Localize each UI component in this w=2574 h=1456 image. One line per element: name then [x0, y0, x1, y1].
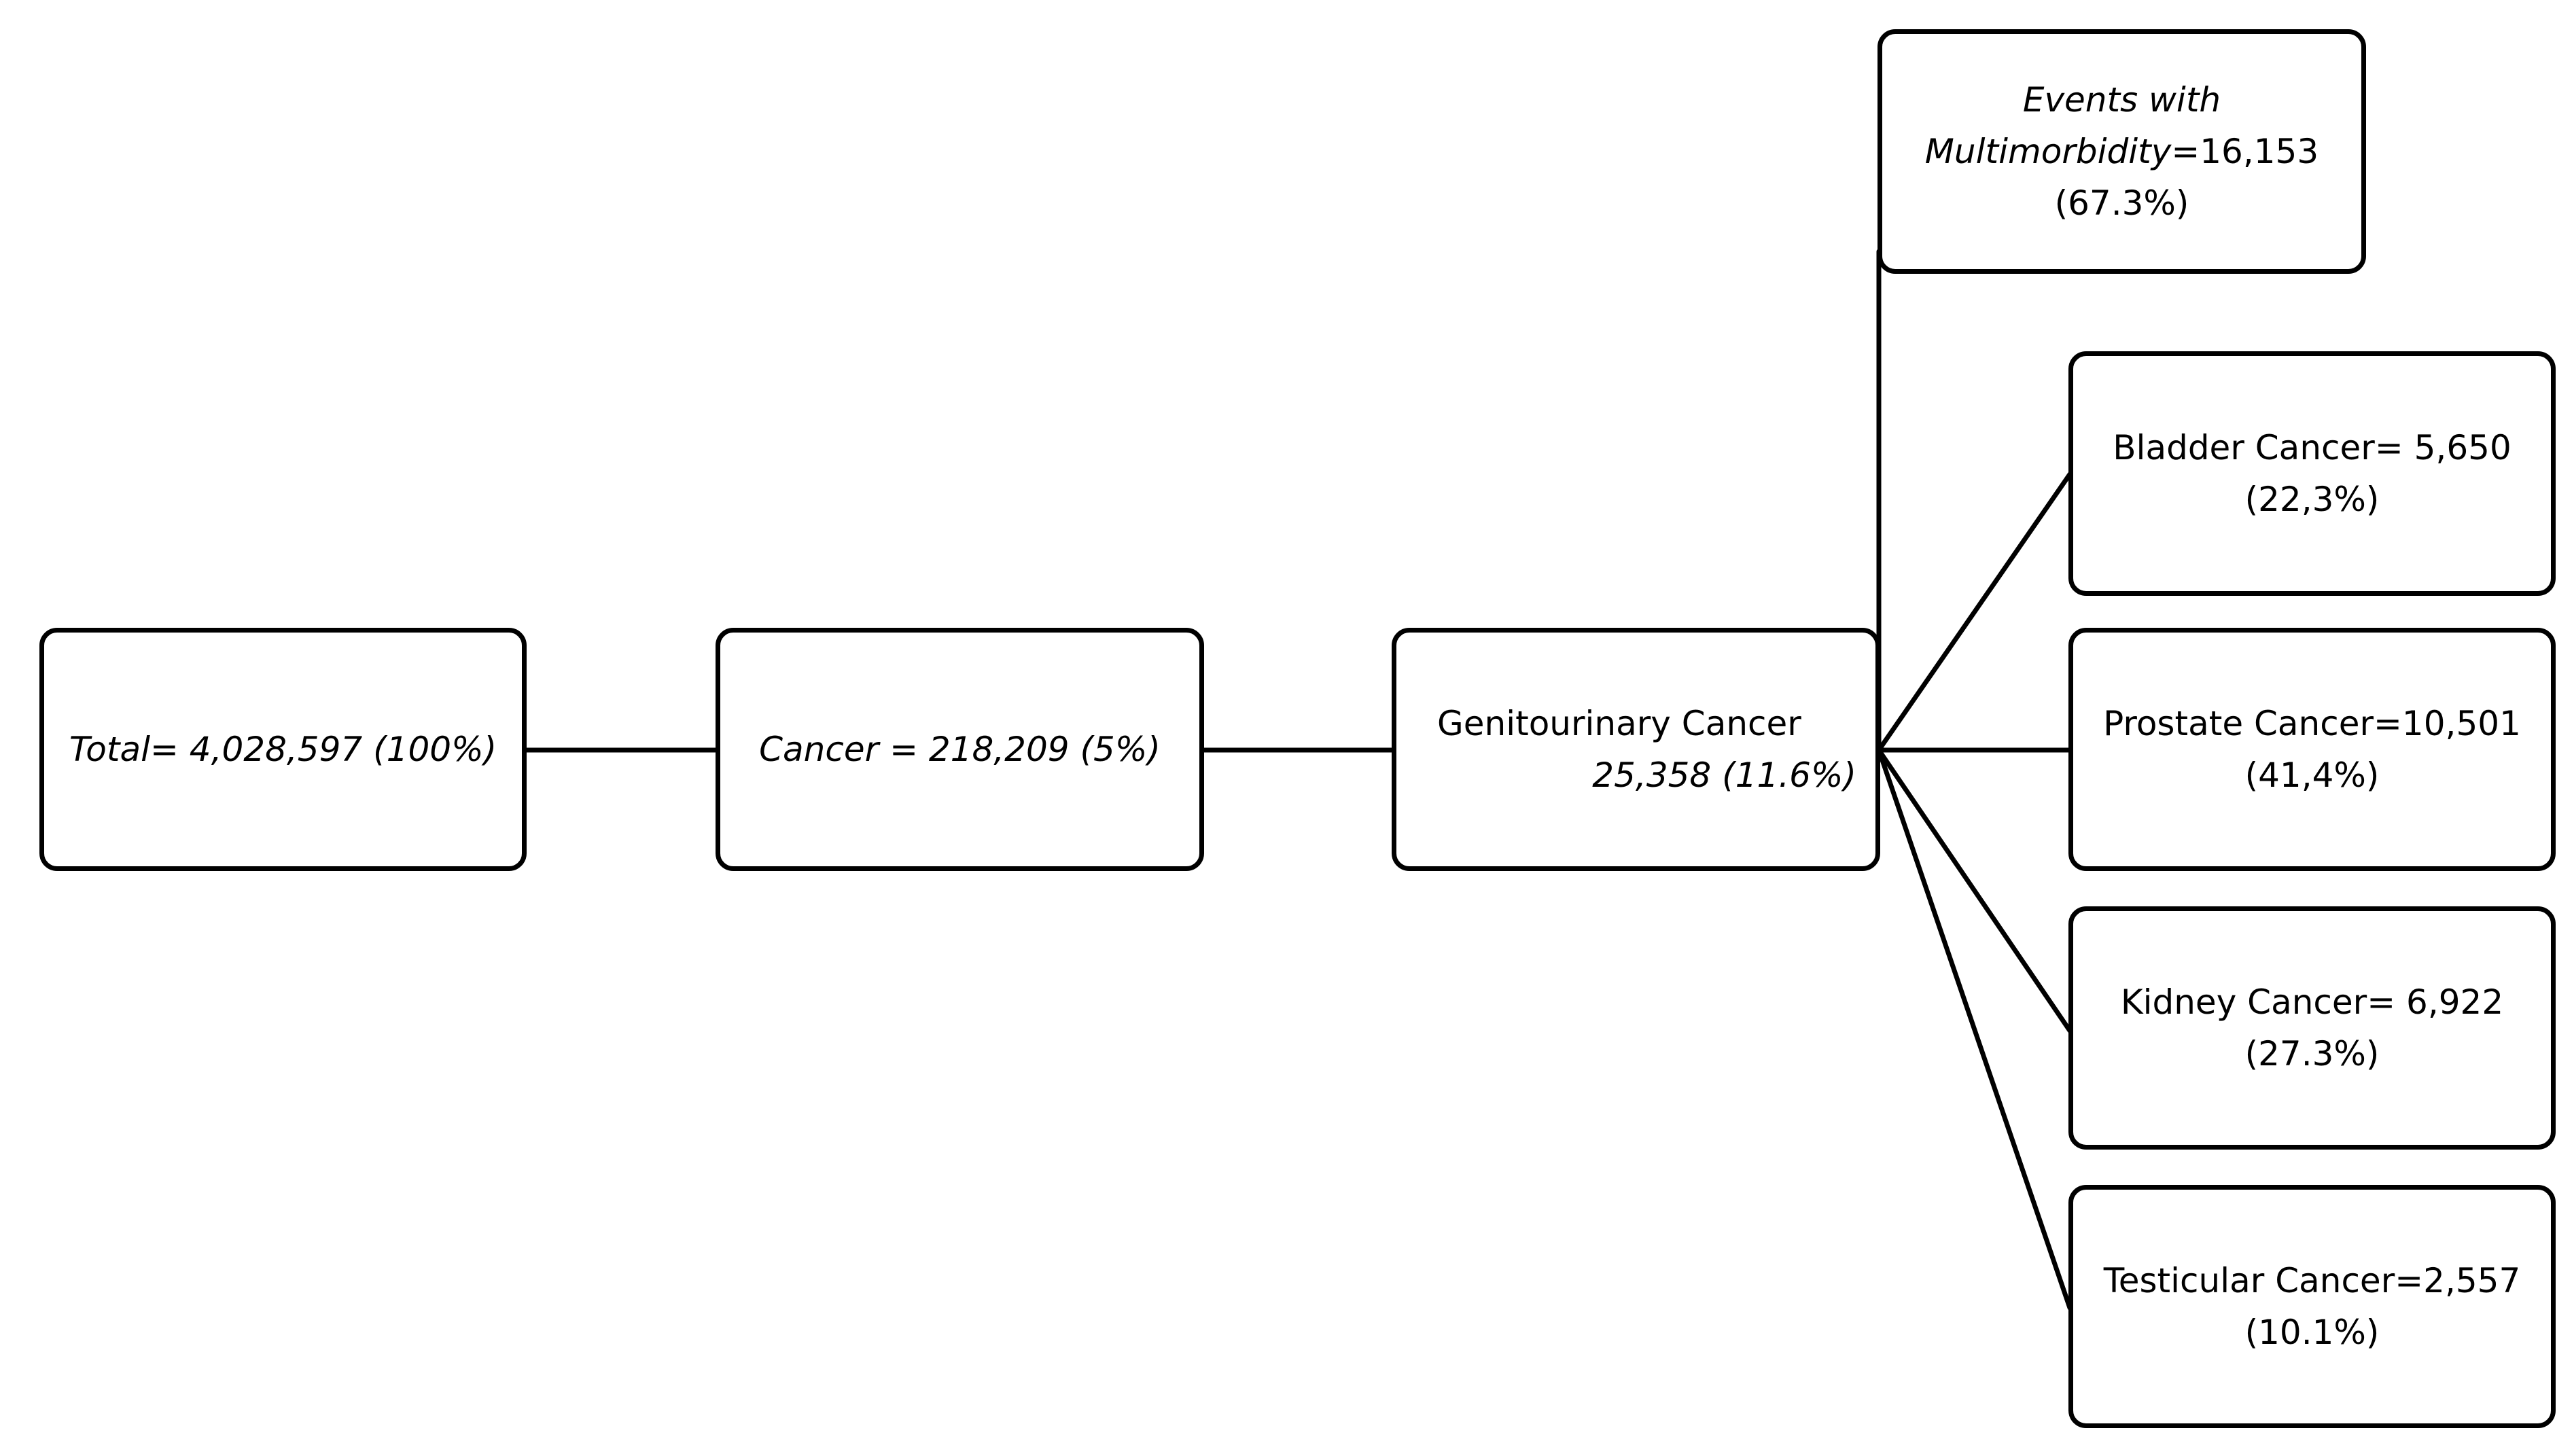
connector-genitourinary-bladder	[1876, 472, 2073, 753]
connector-genitourinary-testicular	[1876, 747, 2073, 1311]
testicular-node: Testicular Cancer=2,557 (10.1%)	[2068, 1185, 2556, 1428]
prostate-percent: (41,4%)	[2244, 756, 2380, 795]
bladder-percent: (22,3%)	[2244, 480, 2380, 519]
cancer-text: Cancer = 218,209 (5%)	[759, 730, 1161, 769]
bladder-node: Bladder Cancer= 5,650 (22,3%)	[2068, 351, 2556, 596]
total-node: Total= 4,028,597 (100%)	[39, 628, 527, 871]
multimorbidity-label: Multimorbidity	[1924, 132, 2172, 171]
multimorbidity-node: Events with Multimorbidity=16,153 (67.3%…	[1877, 29, 2366, 274]
testicular-count: Testicular Cancer=2,557	[2103, 1261, 2521, 1300]
kidney-node: Kidney Cancer= 6,922 (27.3%)	[2068, 906, 2556, 1150]
kidney-percent: (27.3%)	[2244, 1034, 2380, 1073]
multimorbidity-value: =16,153	[2171, 132, 2319, 171]
multimorbidity-line1: Events with	[2022, 80, 2221, 120]
cancer-node: Cancer = 218,209 (5%)	[716, 628, 1204, 871]
total-text: Total= 4,028,597 (100%)	[69, 724, 497, 775]
genitourinary-title: Genitourinary Cancer	[1437, 704, 1801, 743]
prostate-count: Prostate Cancer=10,501	[2103, 704, 2521, 743]
multimorbidity-line2: Multimorbidity=16,153	[1925, 126, 2319, 177]
connector-genitourinary-kidney	[1876, 747, 2073, 1033]
genitourinary-node: Genitourinary Cancer 25,358 (11.6%)	[1392, 628, 1880, 871]
testicular-percent: (10.1%)	[2244, 1313, 2380, 1352]
prostate-node: Prostate Cancer=10,501 (41,4%)	[2068, 628, 2556, 871]
kidney-count: Kidney Cancer= 6,922	[2120, 982, 2504, 1022]
total-value: = 4,028,597 (100%)	[149, 730, 497, 769]
total-label: Total	[69, 730, 150, 769]
genitourinary-value: 25,358 (11.6%)	[1592, 756, 1856, 795]
multimorbidity-percent: (67.3%)	[2054, 183, 2189, 223]
bladder-count: Bladder Cancer= 5,650	[2113, 428, 2511, 467]
